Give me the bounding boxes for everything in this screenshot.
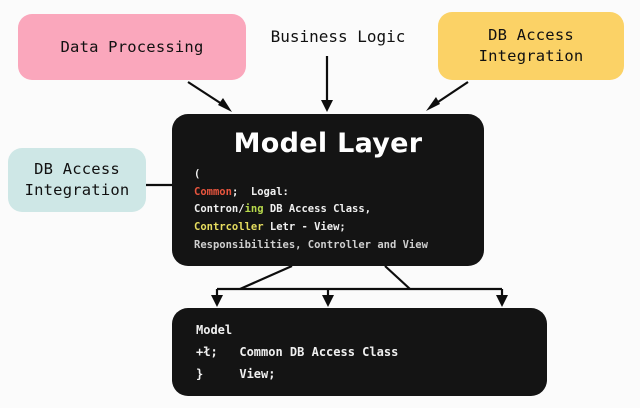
box-db-access-top-line2: Integration — [478, 47, 584, 65]
code-token-db-access-class: DB Access Class, — [263, 203, 372, 216]
code-open-paren: ( — [194, 168, 201, 180]
code-token-contron: Contron/ — [194, 203, 245, 216]
arrow-business-logic-to-model-layer — [321, 56, 333, 112]
panel-model-layer-title: Model Layer — [233, 128, 423, 159]
code-token-contrcoller: Contrcoller — [194, 220, 264, 233]
code-token-letr-view: Letr - View; — [263, 220, 346, 233]
code-token-logal: ; Logal: — [231, 185, 289, 198]
model-code-line-3: } View; — [196, 367, 276, 382]
code-line-1: Common; Logal: — [194, 184, 484, 202]
box-db-access-integration-top[interactable]: DB Access Integration — [438, 12, 624, 80]
arrow-model-layer-to-model — [211, 264, 508, 307]
code-line-4: Responsibilities, Controller and View — [194, 238, 428, 251]
code-line-2: Contron/ing DB Access Class, — [194, 201, 484, 219]
box-data-processing[interactable]: Data Processing — [18, 14, 246, 80]
code-token-ing: ing — [244, 203, 264, 216]
panel-model-layer-code: Common; Logal:Contron/ing DB Access Clas… — [172, 184, 484, 255]
model-code-line-1: Model — [196, 322, 233, 337]
arrow-db-access-top-to-model-layer — [426, 81, 469, 111]
box-db-access-top-line1: DB Access — [488, 26, 574, 45]
model-code-line-2: +ł; Common DB Access Class — [196, 344, 399, 359]
label-business-logic-text: Business Logic — [270, 26, 406, 46]
code-token-common: Common — [194, 185, 232, 198]
box-db-access-integration-left[interactable]: DB Access Integration — [8, 148, 146, 212]
box-data-processing-label: Data Processing — [60, 37, 204, 56]
box-db-access-left-line1: DB Access — [34, 160, 120, 179]
code-line-3: Contrcoller Letr - View; — [194, 219, 484, 237]
panel-model[interactable]: Model +ł; Common DB Access Class } View; — [172, 308, 547, 396]
label-business-logic: Business Logic — [262, 22, 414, 50]
panel-model-code: Model +ł; Common DB Access Class } View; — [196, 319, 547, 386]
box-db-access-left-line2: Integration — [24, 181, 130, 199]
panel-model-layer[interactable]: Model Layer ( Common; Logal:Contron/ing … — [172, 114, 484, 266]
arrow-data-processing-to-model-layer — [187, 81, 232, 112]
